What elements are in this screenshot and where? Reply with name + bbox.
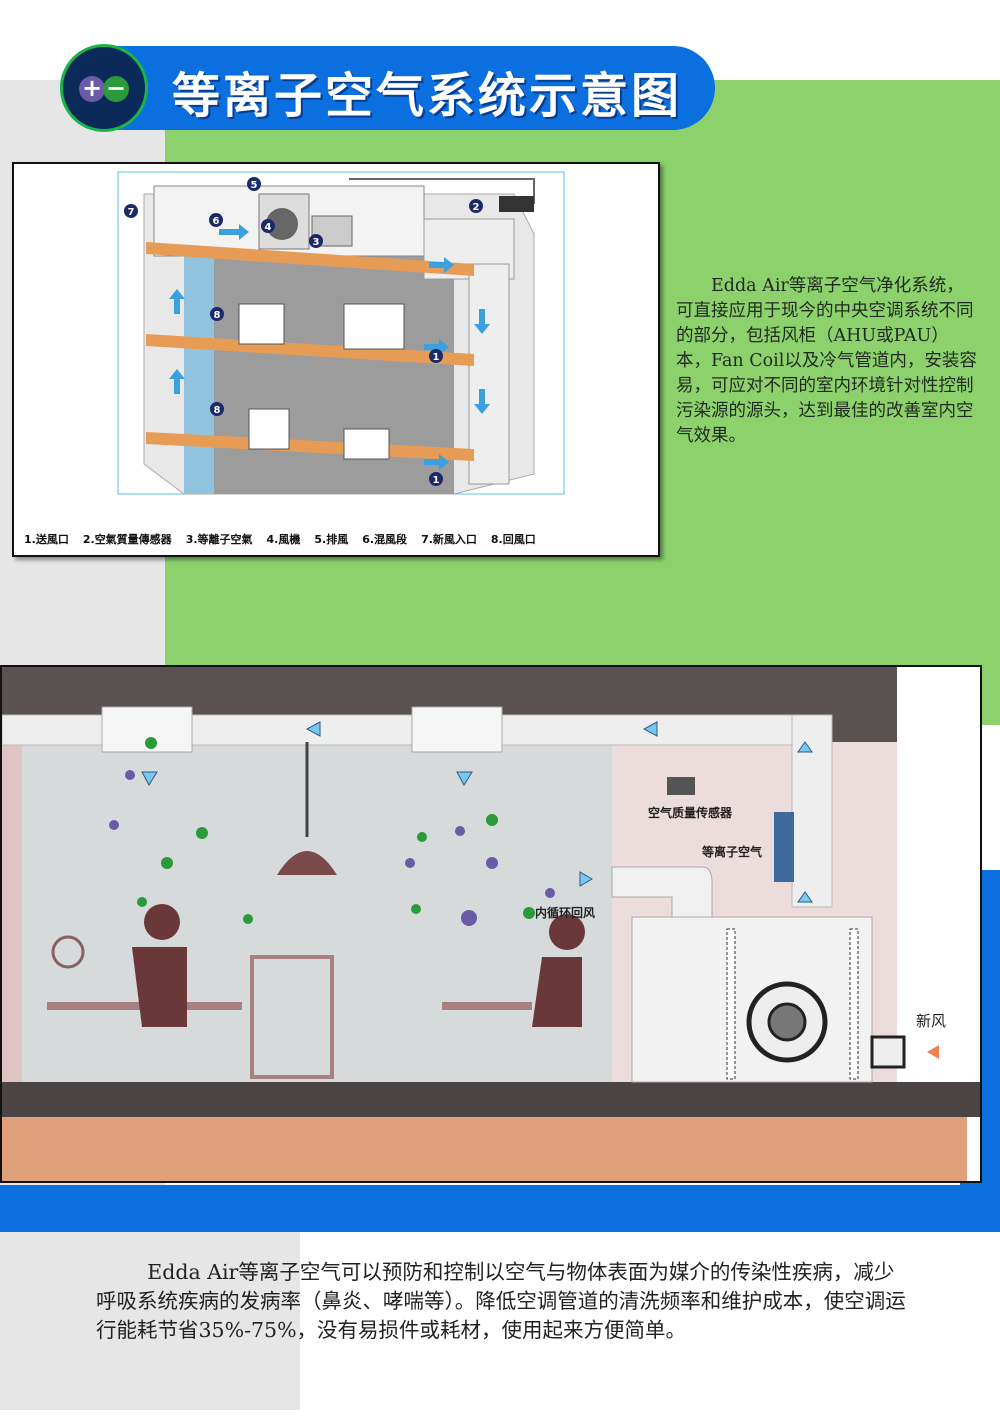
air-sensor-icon	[667, 777, 695, 795]
legend-item: 6.混風段	[362, 533, 408, 546]
diagram-legend: 1.送風口 2.空氣質量傳感器 3.等離子空氣 4.風機 5.排風 6.混風段 …	[24, 531, 536, 547]
side-description: Edda Air等离子空气净化系统，可直接应用于现今的中央空调系统不同的部分，包…	[676, 276, 977, 446]
return-air-label: 内循环回风	[535, 906, 596, 920]
blue-divider-band	[0, 1185, 1000, 1232]
legend-item: 5.排風	[314, 533, 349, 546]
marker-8: 8	[214, 310, 221, 321]
bottom-description: Edda Air等离子空气可以预防和控制以空气与物体表面为媒介的传染性疾病，减少…	[96, 1260, 906, 1342]
person-icon	[144, 904, 180, 940]
legend-item: 4.風機	[266, 533, 301, 546]
ion-particles	[109, 737, 555, 926]
marker-1: 1	[433, 352, 440, 363]
grey-bottom-band	[0, 1232, 300, 1410]
marker-5: 5	[251, 180, 258, 191]
legend-item: 7.新風入口	[421, 533, 477, 546]
minus-ion-icon: −	[103, 76, 129, 102]
plasma-label: 等离子空气	[702, 845, 763, 859]
marker-8b: 8	[214, 405, 221, 416]
legend-item: 3.等離子空氣	[185, 533, 253, 546]
legend-item: 2.空氣質量傳感器	[82, 533, 172, 546]
ion-badge-icon: + −	[60, 44, 148, 132]
bookshelf-icon	[250, 955, 334, 1079]
office-illustration	[2, 667, 980, 1181]
title-banner	[60, 46, 715, 130]
marker-2: 2	[473, 202, 480, 213]
plasma-unit-icon	[774, 812, 794, 882]
legend-item: 1.送風口	[24, 533, 69, 546]
pendant-lamp-icon	[277, 851, 337, 875]
building-illustration: 1 1 2 3 4 5 6 7 8 8	[117, 171, 565, 495]
marker-6: 6	[213, 216, 220, 227]
plus-ion-icon: +	[79, 76, 105, 102]
sensor-label: 空气质量传感器	[648, 806, 733, 820]
airflow-arrows	[141, 721, 813, 903]
marker-1b: 1	[433, 475, 440, 486]
marker-4: 4	[265, 222, 272, 233]
marker-3: 3	[313, 237, 320, 248]
page-title: 等离子空气系统示意图	[172, 68, 683, 124]
legend-item: 8.回風口	[490, 533, 536, 546]
marker-7: 7	[128, 207, 135, 218]
hvac-system-diagram: 1 1 2 3 4 5 6 7 8 8 1.送風口 2.空氣質量傳感器 3.等離…	[12, 162, 660, 557]
clock-icon	[51, 935, 85, 969]
office-air-flow-diagram: 空气质量传感器 等离子空气 内循环回风 新风	[0, 665, 982, 1183]
fresh-air-label: 新风	[916, 1012, 947, 1030]
person-icon	[549, 914, 585, 950]
